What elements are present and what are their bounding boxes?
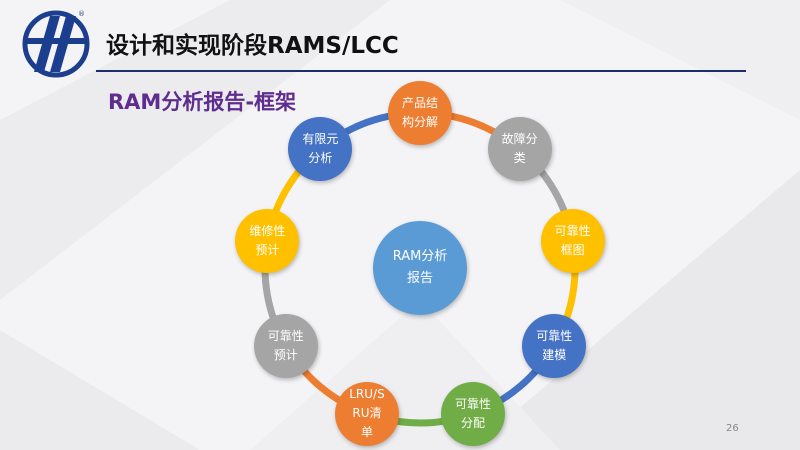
registered-mark: ® (78, 10, 85, 18)
page-title: 设计和实现阶段RAMS/LCC (106, 33, 399, 59)
node-label: 故障分 类 (501, 132, 538, 166)
header-divider (96, 70, 746, 72)
node-label: 维修性 预计 (249, 224, 286, 258)
node-reliability-modeling[interactable]: 可靠性 建模 (522, 313, 587, 378)
company-logo (22, 10, 90, 78)
node-lru-sru-list[interactable]: LRU/S RU清 单 (334, 381, 399, 446)
node-finite-element-analysis[interactable]: 有限元 分析 (288, 117, 353, 182)
node-label: 可靠性 建模 (536, 328, 573, 362)
node-label: 可靠性 预计 (267, 328, 304, 362)
node-label: 可靠性 分配 (454, 396, 491, 430)
node-product-breakdown[interactable]: 产品结 构分解 (388, 81, 452, 145)
center-node-label: RAM分析 报告 (392, 249, 448, 286)
node-label: 产品结 构分解 (401, 96, 438, 129)
section-subtitle: RAM分析报告-框架 (108, 90, 297, 114)
page-number: 26 (726, 423, 739, 434)
node-failure-classification[interactable]: 故障分 类 (487, 117, 552, 182)
node-maintainability-prediction[interactable]: 维修性 预计 (235, 209, 300, 274)
node-label: 可靠性 框图 (554, 224, 591, 258)
node-reliability-allocation[interactable]: 可靠性 分配 (441, 381, 505, 446)
node-reliability-prediction[interactable]: 可靠性 预计 (253, 313, 318, 378)
node-label: 有限元 分析 (302, 132, 339, 166)
node-label: LRU/S RU清 单 (349, 387, 385, 440)
center-node[interactable]: RAM分析 报告 (373, 221, 467, 315)
node-reliability-block-diagram[interactable]: 可靠性 框图 (540, 209, 605, 274)
